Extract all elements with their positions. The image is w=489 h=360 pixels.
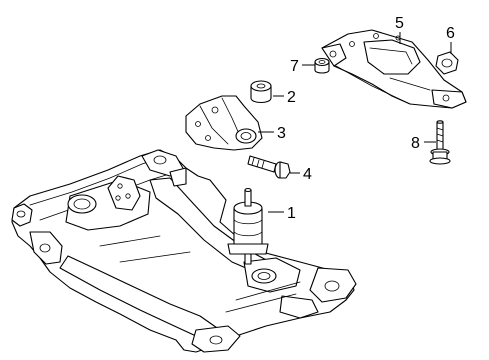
- bushing-part-6: [435, 51, 459, 75]
- transmission-crossmember-part-5: [321, 29, 467, 109]
- callout-3: 3: [277, 125, 286, 142]
- subframe: [11, 149, 357, 353]
- callout-6: 6: [446, 25, 455, 42]
- bushing-part-2: [250, 80, 272, 104]
- callout-2: 2: [287, 89, 296, 106]
- callout-4: 4: [303, 166, 312, 183]
- spacer-part-7: [314, 57, 330, 74]
- engine-mount-part-1: [227, 187, 269, 265]
- flange-bolt-part-8: [429, 120, 451, 165]
- callout-labels: 1 2 3 4 5 6 7 8: [277, 15, 455, 222]
- mount-bracket-part-3: [185, 95, 263, 151]
- bolt-part-4: [247, 155, 291, 179]
- callout-5: 5: [395, 15, 404, 32]
- leader-lines: [258, 32, 452, 213]
- callout-1: 1: [287, 205, 296, 222]
- callout-7: 7: [290, 58, 299, 75]
- callout-8: 8: [411, 135, 420, 152]
